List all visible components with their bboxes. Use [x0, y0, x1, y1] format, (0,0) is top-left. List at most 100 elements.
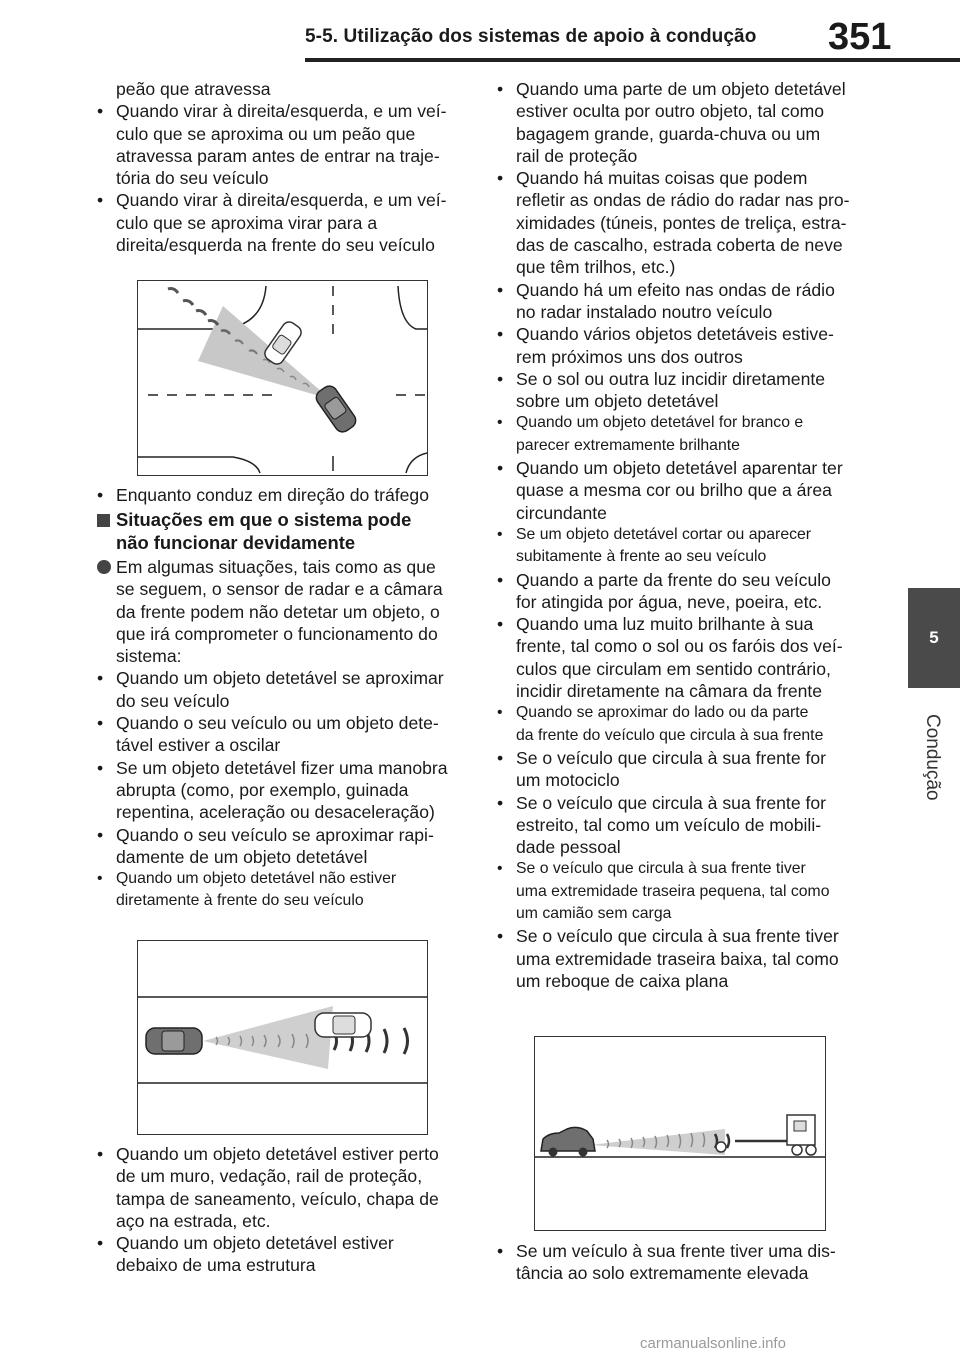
text-line: tância ao solo extremamente elevada — [497, 1262, 869, 1284]
square-bullet-icon — [97, 514, 110, 527]
bullet-mark: • — [97, 713, 104, 734]
line-text: Quando uma parte de um objeto detetável — [516, 79, 846, 99]
line-text: quase a mesma cor ou brilho que a área — [516, 480, 832, 501]
text-line: peão que atravessa — [97, 78, 469, 100]
text-line: de um muro, vedação, rail de proteção, — [97, 1165, 469, 1187]
line-text: Enquanto conduz em direção do tráfego — [116, 485, 429, 505]
bullet-mark: • — [97, 1233, 104, 1254]
line-text: direita/esquerda na frente do seu veícul… — [116, 235, 435, 256]
text-line: •Quando o seu veículo se aproximar rapi- — [97, 824, 469, 846]
line-text: Quando um objeto detetável for branco e — [516, 414, 804, 432]
line-text: de um muro, vedação, rail de proteção, — [116, 1166, 423, 1187]
text-line: for atingida por água, neve, poeira, etc… — [497, 591, 869, 613]
header-rule — [305, 58, 960, 62]
line-text: tória do seu veículo — [116, 168, 269, 189]
left-text-block-1: peão que atravessa•Quando virar à direit… — [97, 78, 469, 256]
text-line: •Quando virar à direita/esquerda, e um v… — [97, 100, 469, 122]
line-text: uma extremidade traseira pequena, tal co… — [516, 882, 830, 900]
line-text: diretamente à frente do seu veículo — [116, 892, 364, 910]
text-line: dade pessoal — [497, 836, 869, 858]
bullet-mark: • — [97, 485, 104, 505]
text-line: da frente do veículo que circula à sua f… — [497, 725, 869, 747]
line-text: se seguem, o sensor de radar e a câmara — [116, 579, 443, 600]
line-text: culos que circulam em sentido contrário, — [516, 658, 831, 679]
line-text: Se o veículo que circula à sua frente fo… — [516, 792, 827, 813]
line-text: da frente do veículo que circula à sua f… — [516, 726, 824, 744]
line-text: atravessa param antes de entrar na traje… — [116, 145, 440, 166]
line-text: que irá comprometer o funcionamento do — [116, 623, 438, 644]
line-text: Se o veículo que circula à sua frente ti… — [516, 926, 839, 947]
text-line: damente de um objeto detetável — [97, 846, 469, 868]
text-line: • Quando há um efeito nas ondas de rádio — [497, 279, 869, 301]
text-line: •Se um objeto detetável cortar ou aparec… — [497, 524, 869, 546]
bullet-mark: • — [497, 1241, 504, 1261]
line-text: Quando um objeto detetável estiver perto — [116, 1144, 439, 1164]
text-line: •Quando um objeto detetável se aproximar — [97, 667, 469, 689]
line-text: tância ao solo extremamente elevada — [516, 1263, 809, 1284]
line-text: Quando uma luz muito brilhante à sua — [516, 614, 814, 635]
text-line: abrupta (como, por exemplo, guinada — [97, 779, 469, 801]
chapter-number: 5 — [929, 628, 939, 647]
bullet-mark: • — [497, 792, 504, 813]
bullet-mark: • — [497, 414, 503, 432]
text-line: diretamente à frente do seu veículo — [97, 890, 469, 912]
text-line: circundante — [497, 502, 869, 524]
line-text: no radar instalado noutro veículo — [516, 301, 773, 322]
oncoming-car-icon — [264, 321, 302, 365]
line-text: Quando um objeto detetável se aproximar — [116, 668, 444, 689]
text-line: Em algumas situações, tais como as que — [97, 556, 469, 578]
text-line: quase a mesma cor ou brilho que a área — [497, 479, 869, 501]
line-text: for atingida por água, neve, poeira, etc… — [516, 591, 823, 612]
truck-icon — [786, 1114, 817, 1156]
text-line: parecer extremamente brilhante — [497, 435, 869, 457]
line-text: Se o veículo que circula à sua frente ti… — [516, 860, 806, 878]
bullet-mark: • — [497, 614, 504, 635]
text-line: das de cascalho, estrada coberta de neve — [497, 234, 869, 256]
line-text: debaixo de uma estrutura — [116, 1255, 316, 1276]
text-line: do seu veículo — [97, 690, 469, 712]
line-text: Quando há um efeito nas ondas de rádio — [516, 279, 835, 300]
line-text: sobre um objeto detetável — [516, 391, 719, 412]
left-text-block-4: • Quando um objeto detetável estiver pert… — [97, 1143, 469, 1277]
figure-flatbed-trailer — [534, 1036, 826, 1231]
line-text: Quando virar à direita/esquerda, e um ve… — [116, 101, 447, 122]
text-line: • Quando uma luz muito brilhante à sua — [497, 613, 869, 635]
text-line: •Se o veículo que circula à sua frente t… — [497, 858, 869, 880]
line-text: estiver oculta por outro objeto, tal com… — [516, 101, 825, 122]
line-text: Quando há muitas coisas que podem — [516, 168, 808, 189]
text-line: incidir diretamente na câmara da frente — [497, 680, 869, 702]
text-line: •Se o sol ou outra luz incidir diretamen… — [497, 368, 869, 390]
text-line: culos que circulam em sentido contrário, — [497, 658, 869, 680]
text-line: •Quando se aproximar do lado ou da parte — [497, 702, 869, 724]
text-line: rail de proteção — [497, 145, 869, 167]
text-line: •Quando o seu veículo ou um objeto dete- — [97, 712, 469, 734]
line-text: Se o sol ou outra luz incidir diretament… — [516, 368, 826, 389]
line-text: parecer extremamente brilhante — [516, 436, 740, 454]
line-text: circundante — [516, 502, 607, 523]
text-line: sobre um objeto detetável — [497, 390, 869, 412]
watermark: carmanualsonline.info — [640, 1335, 786, 1352]
text-line: •Se o veículo que circula à sua frente f… — [497, 747, 869, 769]
line-text: Quando a parte da frente do seu veículo — [516, 569, 831, 590]
text-line: debaixo de uma estrutura — [97, 1254, 469, 1276]
page-header-title: 5-5. Utilização dos sistemas de apoio à … — [305, 26, 757, 47]
line-text: Quando vários objetos detetáveis estive- — [516, 324, 834, 345]
text-line: •Quando uma parte de um objeto detetável — [497, 78, 869, 100]
text-line: culo que se aproxima virar para a — [97, 212, 469, 234]
line-text: um reboque de caixa plana — [516, 970, 729, 991]
bullet-mark: • — [97, 190, 104, 211]
text-line: •Quando um objeto detetável aparentar te… — [497, 457, 869, 479]
line-text: Se um objeto detetável cortar ou aparece… — [516, 525, 812, 543]
right-text-block-2: •Se um veículo à sua frente tiver uma di… — [497, 1240, 869, 1285]
bullet-mark: • — [497, 324, 504, 345]
bullet-mark: • — [497, 279, 504, 300]
text-line: direita/esquerda na frente do seu veícul… — [97, 234, 469, 256]
text-line: uma extremidade traseira baixa, tal como — [497, 948, 869, 970]
right-text-block-1: •Quando uma parte de um objeto detetável… — [497, 78, 869, 992]
text-line: da frente podem não detetar um objeto, o — [97, 601, 469, 623]
text-line: que têm trilhos, etc.) — [497, 256, 869, 278]
line-text: Se o veículo que circula à sua frente fo… — [516, 747, 827, 768]
text-line: bagagem grande, guarda-chuva ou um — [497, 123, 869, 145]
line-text: incidir diretamente na câmara da frente — [516, 681, 823, 702]
line-text: que têm trilhos, etc.) — [516, 257, 676, 278]
